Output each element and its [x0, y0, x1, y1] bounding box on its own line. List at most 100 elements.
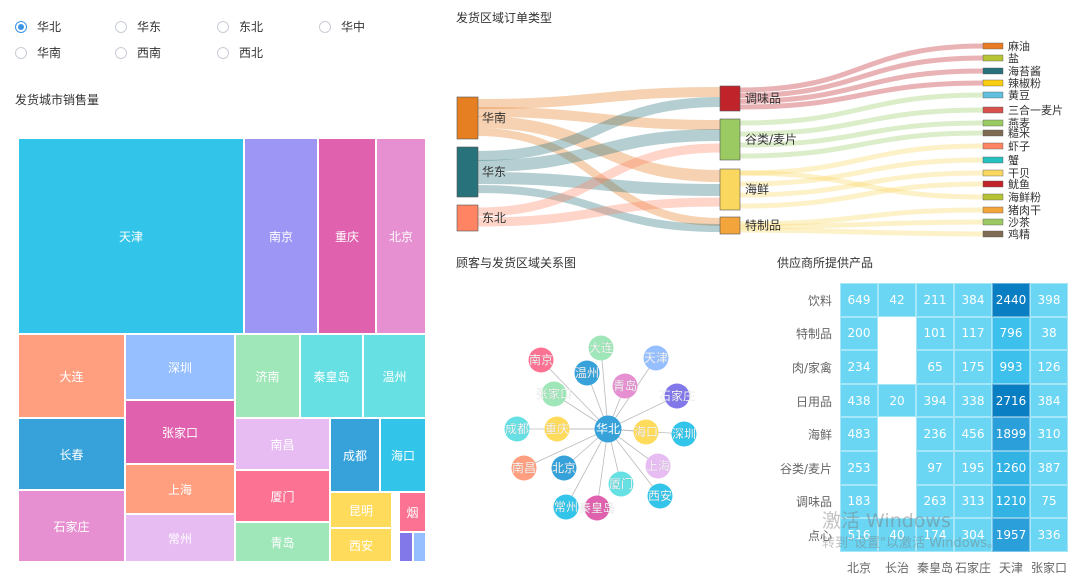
heatmap-cell[interactable]: 1260	[992, 451, 1030, 485]
treemap-cell[interactable]	[399, 532, 413, 562]
heatmap-cell[interactable]: 234	[840, 350, 878, 384]
treemap-cell[interactable]: 温州	[363, 334, 426, 418]
heatmap-cell[interactable]: 101	[916, 316, 954, 351]
heatmap-cell[interactable]: 126	[1030, 350, 1068, 384]
heatmap-cell[interactable]	[878, 484, 916, 519]
sankey-node[interactable]	[719, 118, 741, 161]
heatmap-cell[interactable]: 263	[916, 484, 954, 519]
radio-option[interactable]: 东北	[217, 18, 263, 35]
treemap-cell[interactable]: 西安	[330, 528, 392, 562]
heatmap-cell[interactable]: 183	[840, 484, 878, 519]
graph-node[interactable]	[574, 360, 600, 386]
sankey-node[interactable]	[982, 180, 1004, 188]
heatmap-cell[interactable]: 993	[992, 350, 1030, 384]
heatmap-cell[interactable]: 336	[1030, 518, 1068, 552]
heatmap-cell[interactable]: 438	[840, 383, 878, 418]
graph-node[interactable]	[584, 495, 610, 521]
heatmap-cell[interactable]: 175	[954, 350, 992, 384]
sankey-node[interactable]	[982, 169, 1004, 177]
sankey-node[interactable]	[456, 204, 479, 232]
heatmap-cell[interactable]: 200	[840, 316, 878, 351]
graph-node[interactable]	[664, 383, 690, 409]
heatmap-cell[interactable]: 516	[840, 518, 878, 552]
graph-node[interactable]	[504, 416, 530, 442]
sankey-node[interactable]	[719, 216, 741, 235]
sankey-node[interactable]	[982, 156, 1004, 164]
graph-node[interactable]	[588, 335, 614, 361]
heatmap-cell[interactable]: 174	[916, 518, 954, 552]
graph-node[interactable]	[541, 381, 567, 407]
treemap-cell[interactable]: 秦皇岛	[300, 334, 363, 418]
heatmap-cell[interactable]: 97	[916, 451, 954, 485]
treemap-cell[interactable]: 济南	[235, 334, 300, 418]
heatmap-cell[interactable]: 40	[878, 518, 916, 552]
graph-node[interactable]	[643, 345, 669, 371]
heatmap-cell[interactable]: 253	[840, 451, 878, 485]
heatmap-cell[interactable]	[878, 316, 916, 351]
treemap-cell[interactable]: 烟	[399, 492, 426, 532]
heatmap-cell[interactable]	[878, 451, 916, 485]
heatmap-cell[interactable]: 75	[1030, 484, 1068, 519]
heatmap-cell[interactable]: 1899	[992, 417, 1030, 451]
treemap-cell[interactable]: 昆明	[330, 492, 392, 528]
radio-option[interactable]: 西北	[217, 44, 263, 61]
sankey-node[interactable]	[982, 193, 1004, 201]
sankey-node[interactable]	[982, 67, 1004, 75]
heatmap-cell[interactable]: 236	[916, 417, 954, 451]
radio-option[interactable]: 西南	[115, 44, 161, 61]
graph-node[interactable]	[608, 471, 634, 497]
sankey-node[interactable]	[456, 146, 479, 198]
sankey-node[interactable]	[719, 168, 741, 211]
treemap-cell[interactable]: 北京	[376, 138, 426, 334]
sankey-node[interactable]	[982, 218, 1004, 226]
heatmap-cell[interactable]: 338	[954, 383, 992, 418]
heatmap-cell[interactable]: 483	[840, 417, 878, 451]
graph-node[interactable]	[544, 416, 570, 442]
heatmap-cell[interactable]: 384	[954, 283, 992, 317]
sankey-node[interactable]	[982, 54, 1004, 62]
graph-node[interactable]	[594, 415, 622, 443]
heatmap-cell[interactable]: 398	[1030, 283, 1068, 317]
heatmap-cell[interactable]	[878, 350, 916, 384]
heatmap-cell[interactable]: 1957	[992, 518, 1030, 552]
treemap-cell[interactable]: 长春	[18, 418, 125, 490]
treemap-cell[interactable]: 张家口	[125, 400, 235, 464]
heatmap-cell[interactable]: 394	[916, 383, 954, 418]
graph-node[interactable]	[553, 494, 579, 520]
radio-option[interactable]: 华东	[115, 18, 161, 35]
radio-option[interactable]: 华北	[15, 18, 61, 35]
treemap-cell[interactable]	[413, 532, 426, 562]
treemap-cell[interactable]: 成都	[330, 418, 380, 492]
sankey-node[interactable]	[982, 142, 1004, 150]
graph-node[interactable]	[528, 347, 554, 373]
treemap-cell[interactable]: 深圳	[125, 334, 235, 400]
heatmap-cell[interactable]: 38	[1030, 316, 1068, 351]
sankey-node[interactable]	[982, 91, 1004, 99]
treemap-cell[interactable]: 重庆	[318, 138, 376, 334]
graph-node[interactable]	[671, 421, 697, 447]
heatmap-cell[interactable]: 2716	[992, 383, 1030, 418]
heatmap-cell[interactable]: 384	[1030, 383, 1068, 418]
treemap-cell[interactable]: 南京	[244, 138, 318, 334]
heatmap-cell[interactable]: 2440	[992, 283, 1030, 317]
treemap-cell[interactable]: 青岛	[235, 522, 330, 562]
heatmap-cell[interactable]: 649	[840, 283, 878, 317]
heatmap-cell[interactable]: 313	[954, 484, 992, 519]
heatmap-cell[interactable]: 796	[992, 316, 1030, 351]
sankey-node[interactable]	[719, 85, 741, 112]
graph-node[interactable]	[551, 455, 577, 481]
graph-node[interactable]	[645, 453, 671, 479]
radio-option[interactable]: 华南	[15, 44, 61, 61]
graph-node[interactable]	[612, 373, 638, 399]
heatmap-cell[interactable]: 195	[954, 451, 992, 485]
heatmap-cell[interactable]: 20	[878, 383, 916, 418]
heatmap-cell[interactable]: 1210	[992, 484, 1030, 519]
heatmap-cell[interactable]: 117	[954, 316, 992, 351]
sankey-node[interactable]	[982, 106, 1004, 114]
sankey-node[interactable]	[982, 119, 1004, 127]
graph-node[interactable]	[633, 419, 659, 445]
heatmap-cell[interactable]: 65	[916, 350, 954, 384]
graph-node[interactable]	[647, 483, 673, 509]
treemap-cell[interactable]: 天津	[18, 138, 244, 334]
treemap-cell[interactable]: 石家庄	[18, 490, 125, 562]
